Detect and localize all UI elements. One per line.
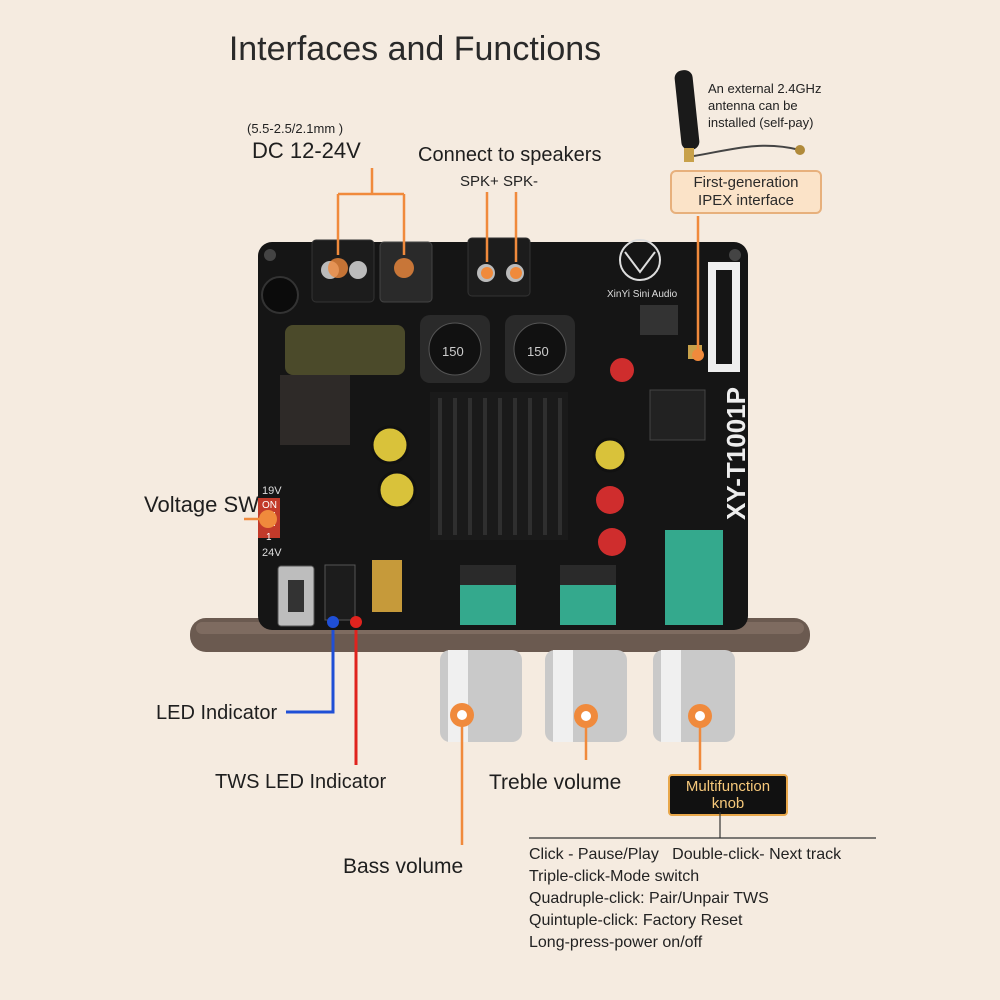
voltage-19v-text: 19V: [262, 485, 282, 497]
function-item: Triple-click-Mode switch: [529, 868, 700, 885]
dc-spec: (5.5-2.5/2.1mm ): [247, 121, 344, 136]
function-item: Click - Pause/Play Double-click- Next tr…: [529, 846, 842, 863]
voltage-pos-text: 1: [266, 532, 272, 543]
pcb: [258, 242, 748, 630]
page-title: Interfaces and Functions: [228, 30, 602, 68]
bass-knob: [440, 650, 522, 742]
inductor-text: 150: [527, 344, 549, 359]
treble-volume-label: Treble volume: [489, 771, 622, 794]
voltage-sw-label: Voltage SW: [144, 492, 259, 517]
treble-knob: [545, 650, 627, 742]
board-model-text: XY-T1001P: [721, 387, 751, 520]
voltage-on-text: ON: [262, 500, 277, 511]
dc-label: DC 12-24V: [252, 138, 361, 163]
speakers-terminals: SPK+ SPK-: [460, 173, 538, 190]
voltage-24v-text: 24V: [262, 547, 282, 559]
function-list: Click - Pause/Play Double-click- Next tr…: [529, 844, 841, 954]
led-indicator-label: LED Indicator: [156, 702, 278, 724]
brand-logo: [619, 239, 661, 281]
multifunction-knob: [653, 650, 735, 742]
multi-pot: [665, 530, 723, 625]
speakers-label: Connect to speakers: [418, 144, 602, 166]
multifunction-knob-badge: Multifunction knob: [668, 774, 788, 816]
tws-led-indicator-label: TWS LED Indicator: [215, 771, 387, 793]
function-item: Quintuple-click: Factory Reset: [529, 912, 743, 929]
bass-pot: [460, 565, 516, 625]
front-panel: [190, 618, 810, 652]
bass-volume-label: Bass volume: [343, 855, 464, 878]
treble-pot: [560, 565, 616, 625]
board-brand-text: XinYi Sini Audio: [607, 289, 678, 300]
function-item: Quadruple-click: Pair/Unpair TWS: [529, 890, 769, 907]
inductor-text: 150: [442, 344, 464, 359]
function-item: Long-press-power on/off: [529, 934, 703, 951]
antenna-note: An external 2.4GHz antenna can be instal…: [708, 81, 822, 130]
ipex-badge: First-generation IPEX interface: [670, 170, 822, 214]
